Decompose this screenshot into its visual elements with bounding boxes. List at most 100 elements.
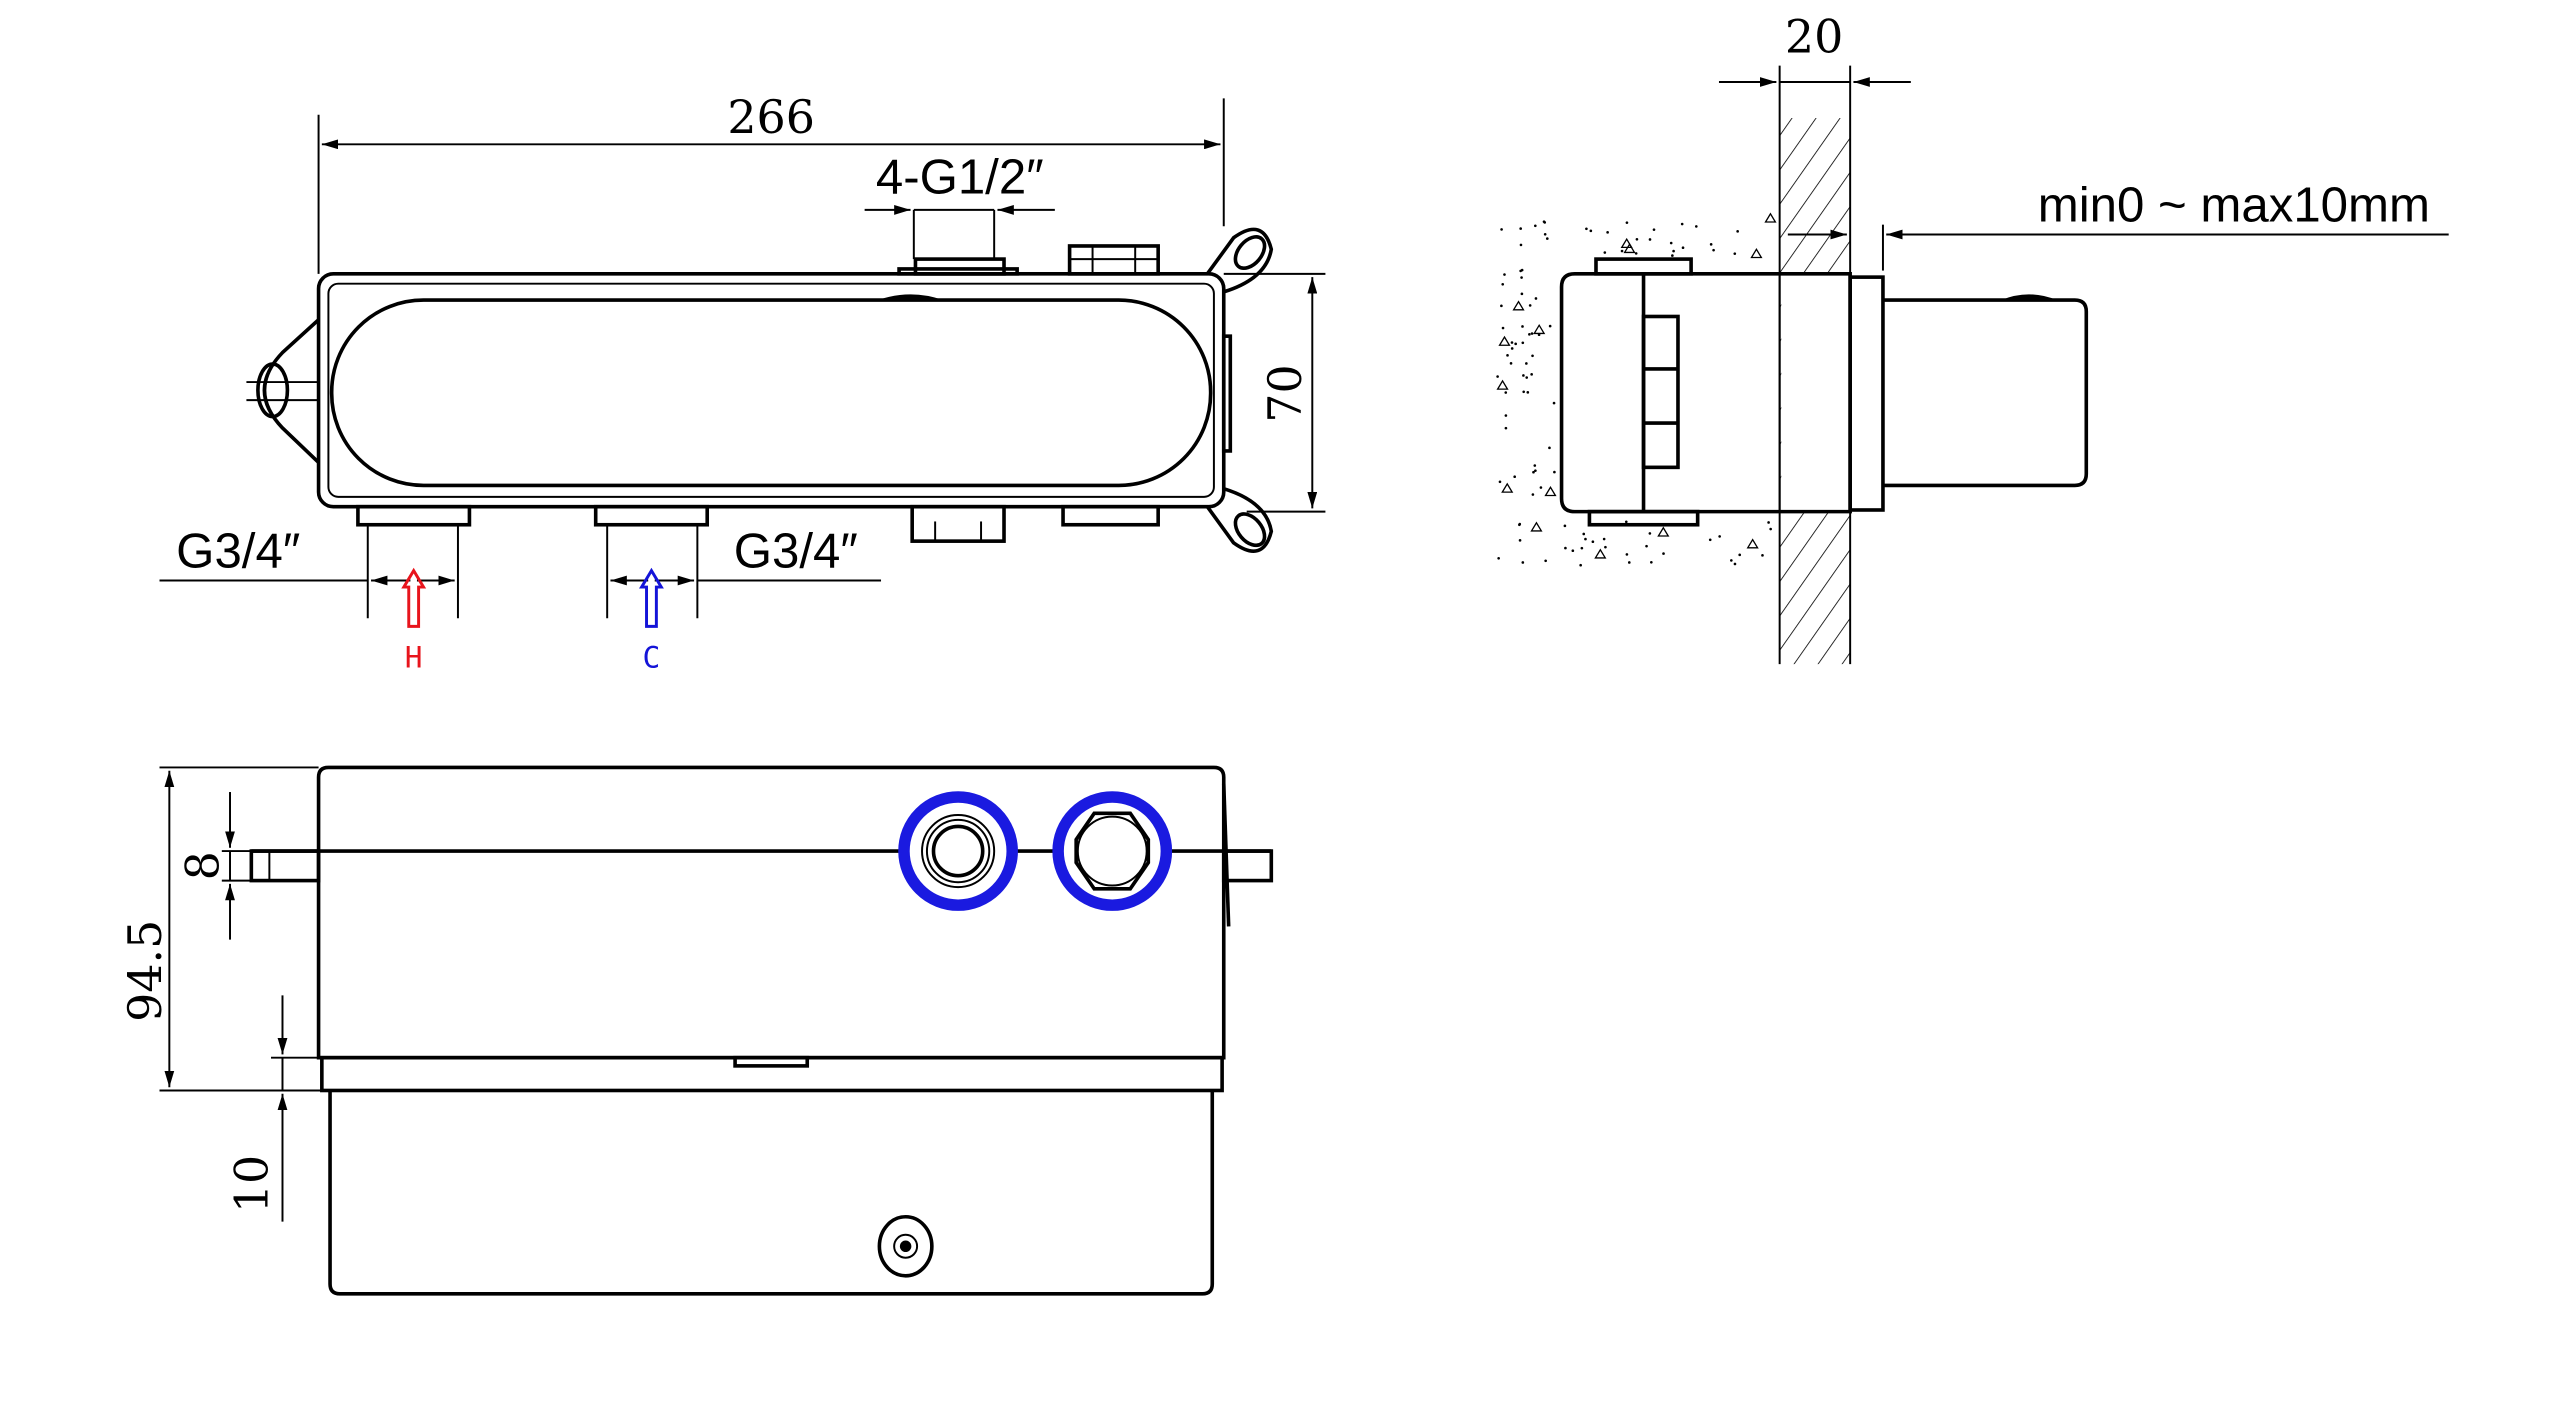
concrete-speck: [1769, 527, 1772, 531]
hot-inlet-fitting: [356, 504, 472, 527]
concrete-speck: [1514, 342, 1517, 346]
concrete-speck: [1520, 276, 1523, 279]
concrete-speck: [1750, 248, 1763, 259]
mounting-lug-right-top: [1205, 227, 1274, 294]
concrete-speck: [1539, 486, 1543, 489]
concrete-speck: [1521, 325, 1524, 328]
mounting-lug-right-bottom: [1205, 486, 1274, 553]
concrete-speck: [1681, 246, 1685, 250]
concrete-speck: [1545, 237, 1549, 240]
concrete-speck: [1746, 538, 1759, 549]
concrete-speck: [1662, 552, 1665, 555]
screw-icon: [877, 1214, 934, 1278]
concrete-speck: [1533, 323, 1546, 335]
concrete-speck: [1506, 354, 1509, 357]
concrete-speck: [1672, 249, 1675, 253]
concrete-speck: [1504, 426, 1508, 430]
outlet-nut-ring: [1052, 791, 1173, 911]
concrete-fill: [1496, 212, 1777, 567]
concrete-speck: [1761, 554, 1764, 557]
mounting-pin-left: [249, 849, 321, 883]
cold-flow-arrow-icon: [639, 567, 664, 628]
concrete-speck: [1521, 561, 1525, 564]
concrete-speck: [1652, 228, 1656, 231]
concrete-speck: [1712, 248, 1715, 252]
concrete-speck: [1591, 540, 1595, 544]
concrete-speck: [1645, 544, 1648, 548]
concrete-speck: [1533, 464, 1537, 467]
concrete-speck: [1624, 520, 1628, 524]
concrete-speck: [1528, 333, 1531, 336]
concrete-speck: [1627, 561, 1631, 564]
concrete-speck: [1522, 374, 1525, 377]
concrete-speck: [1634, 252, 1638, 255]
concrete-speck: [1589, 229, 1593, 233]
mounting-pin-right: [1221, 849, 1274, 883]
concrete-speck: [1709, 243, 1713, 246]
concrete-speck: [1512, 300, 1525, 311]
concrete-speck: [1764, 212, 1777, 223]
concrete-speck: [1530, 332, 1534, 335]
concrete-speck: [1738, 553, 1742, 557]
concrete-speck: [1730, 559, 1733, 562]
concrete-speck: [1501, 482, 1514, 493]
concrete-speck: [1510, 347, 1514, 350]
concrete-speck: [1503, 273, 1506, 276]
concrete-speck: [1501, 326, 1505, 330]
concrete-speck: [1528, 304, 1532, 307]
concrete-speck: [1620, 237, 1633, 249]
concrete-speck: [1733, 252, 1737, 256]
concrete-speck: [1585, 227, 1588, 231]
concrete-speck: [1635, 237, 1639, 241]
concrete-speck: [1525, 362, 1528, 365]
concrete-speck: [1594, 548, 1607, 559]
concrete-speck: [1504, 391, 1508, 394]
concrete-speck: [1522, 390, 1526, 394]
concrete-speck: [1544, 486, 1557, 497]
concrete-speck: [1571, 549, 1575, 553]
concrete-speck: [1497, 556, 1500, 560]
concrete-speck: [1553, 470, 1556, 474]
concrete-speck: [1530, 521, 1543, 532]
concrete-speck: [1531, 354, 1534, 358]
hot-flow-arrow-icon: [401, 567, 427, 628]
concrete-speck: [1548, 324, 1552, 328]
front-view: 94.5 8 10: [118, 765, 1274, 1296]
concrete-speck: [1708, 538, 1712, 542]
hot-label: H: [405, 640, 423, 674]
concrete-speck: [1525, 376, 1529, 379]
concrete-speck: [1496, 375, 1499, 378]
concrete-speck: [1504, 414, 1508, 417]
concrete-speck: [1534, 297, 1538, 300]
outlet-nut: [1067, 244, 1160, 276]
concrete-speck: [1602, 537, 1606, 541]
concrete-speck: [1500, 228, 1503, 231]
concrete-speck: [1530, 373, 1533, 376]
height-dimension: 70: [1258, 364, 1312, 422]
concrete-speck: [1718, 535, 1721, 538]
concrete-speck: [1694, 225, 1698, 228]
concrete-speck: [1582, 532, 1586, 536]
valve-body-side: [1559, 272, 1852, 514]
handle-knob: [1882, 298, 2089, 488]
valve-body: [316, 272, 1226, 509]
concrete-speck: [1657, 526, 1670, 537]
concrete-speck: [1519, 243, 1523, 247]
concrete-speck: [1526, 391, 1530, 394]
concrete-speck: [1548, 446, 1551, 450]
concrete-speck: [1604, 545, 1607, 549]
concrete-speck: [1513, 475, 1516, 479]
concrete-speck: [1519, 227, 1522, 230]
wall-thickness-dimension: 20: [1785, 9, 1843, 63]
depth-dimension: 94.5: [118, 920, 172, 1022]
hot-inlet-thread-label: G3/4″: [176, 523, 300, 578]
outlet-port-ring: [898, 791, 1018, 911]
concrete-speck: [1510, 341, 1514, 344]
concrete-speck: [1623, 242, 1636, 254]
concrete-speck: [1552, 401, 1556, 405]
concrete-speck: [1620, 249, 1624, 253]
concrete-speck: [1509, 362, 1513, 365]
concrete-speck: [1669, 241, 1673, 245]
concrete-speck: [1625, 221, 1629, 224]
concrete-speck: [1733, 562, 1737, 566]
